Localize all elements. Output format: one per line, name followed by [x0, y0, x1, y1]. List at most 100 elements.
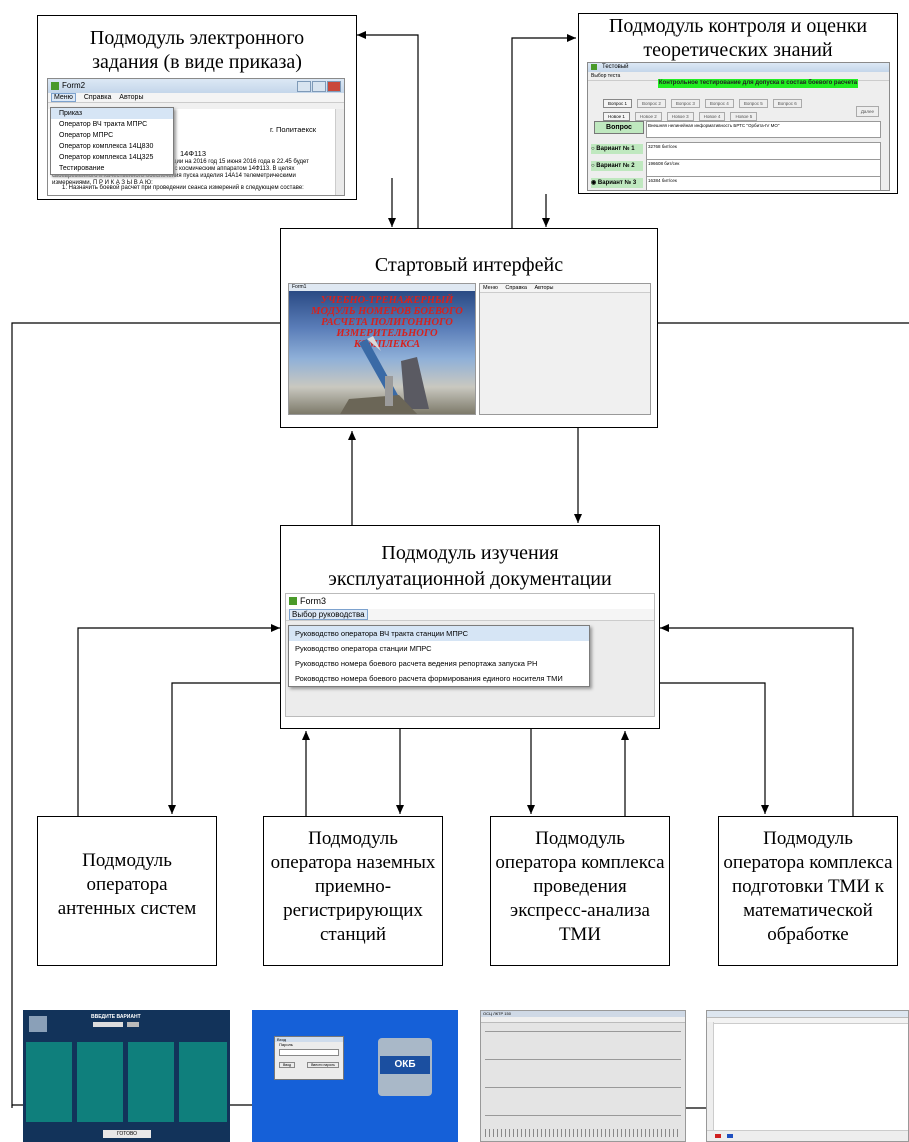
knowledge-control-node: Подмодуль контроля и оценки теоретически…: [578, 13, 898, 194]
menu-item-authors[interactable]: Авторы: [119, 94, 144, 101]
guide-item-mprs[interactable]: Руководство оператора станции МПРС: [295, 644, 432, 653]
answer-1: 32768 бит/сек: [646, 142, 881, 160]
time-ruler: [485, 1129, 681, 1137]
question-6-button[interactable]: Вопрос 6: [772, 99, 802, 108]
password-input[interactable]: [279, 1049, 339, 1056]
dropdown-item-hf[interactable]: Оператор ВЧ тракта МПРС: [59, 121, 148, 128]
rocket-launch-image: УЧЕБНО-ТРЕНАЖЕРНЫЙ МОДУЛЬ НОМЕРОВ БОЕВОГ…: [289, 291, 475, 414]
antenna-title: Подмодуль оператора антенных систем: [57, 850, 197, 919]
test-titlebar: Тестовый: [588, 63, 889, 72]
question-5-button[interactable]: Вопрос 5: [738, 99, 768, 108]
new-4-button[interactable]: Новое 4: [698, 112, 726, 121]
order-line-no: 14Ф113: [180, 149, 207, 158]
okb-logo: ОКБ: [378, 1038, 432, 1096]
choose-guide-menu[interactable]: Выбор руководства: [289, 609, 368, 620]
express-analysis-screen-thumbnail: ОСЦ ЛКТР 150: [480, 1010, 686, 1142]
order-window-titlebar: Form2: [48, 79, 344, 93]
close-button[interactable]: [327, 81, 341, 92]
antenna-icon: [29, 1016, 47, 1032]
question-1-button[interactable]: Вопрос 1: [603, 99, 632, 108]
guide-item-report[interactable]: Руководство номера боевого расчета веден…: [295, 659, 538, 668]
guide-item-tmi[interactable]: Роководство номера боевого расчета форми…: [295, 674, 563, 683]
question-label: Вопрос: [594, 121, 644, 134]
login-cancel-button[interactable]: Ввести пароль: [307, 1062, 339, 1068]
tmi-prep-title: Подмодуль оператора комплекса подготовки…: [723, 828, 893, 945]
dropdown-item-325[interactable]: Оператор комплекса 14Ц325: [59, 154, 154, 161]
minimize-button[interactable]: [297, 81, 311, 92]
order-city: г. Политаекск: [269, 125, 316, 134]
express-analysis-title: Подмодуль оператора комплекса проведения…: [495, 828, 665, 945]
done-button[interactable]: ГОТОВО: [103, 1130, 151, 1138]
order-text-2: 1. Назначить боевой расчет при проведени…: [62, 185, 304, 191]
variant-button[interactable]: [127, 1022, 139, 1027]
ground-station-screen-thumbnail: Вход Пароль Ввод Ввести пароль ОКБ: [252, 1010, 458, 1142]
guide-dropdown: Руководство оператора ВЧ тракта станции …: [288, 625, 590, 687]
documentation-node: Подмодуль изучения эксплуатационной доку…: [280, 525, 660, 729]
app-icon: [51, 82, 59, 90]
test-window: Тестовый Выбор теста Контрольное тестиро…: [587, 62, 890, 191]
menu-item-menu[interactable]: Меню: [51, 93, 76, 102]
documentation-title: Подмодуль изучения эксплуатационной доку…: [328, 542, 612, 590]
docs-window: Form3 Выбор руководства Руководство опер…: [285, 593, 655, 717]
status-marker: [715, 1134, 721, 1138]
menu-item-help[interactable]: Справка: [83, 94, 112, 101]
splash-window: Form1 УЧЕБНО-ТРЕНАЖЕРНЫЙ МОДУЛЬ НОМЕРОВ …: [288, 283, 476, 415]
docs-menu-bar: Выбор руководства: [286, 609, 654, 621]
scrollbar[interactable]: [335, 109, 344, 195]
ground-stations-title: Подмодуль оператора наземных приемно-рег…: [270, 828, 436, 945]
tmi-prep-node: Подмодуль оператора комплекса подготовки…: [718, 816, 898, 966]
tmi-prep-screen-thumbnail: [706, 1010, 909, 1142]
new-2-button[interactable]: Новое 2: [634, 112, 662, 121]
answer-2: 196608 бит/сек: [646, 159, 881, 177]
new-3-button[interactable]: Новое 3: [666, 112, 694, 121]
splash-title-text: УЧЕБНО-ТРЕНАЖЕРНЫЙ МОДУЛЬ НОМЕРОВ БОЕВОГ…: [311, 295, 463, 350]
dropdown-item-order[interactable]: Приказ: [51, 108, 173, 119]
option-2-radio[interactable]: ○ Вариант № 2: [591, 161, 643, 171]
panel-3: [128, 1042, 174, 1122]
start-interface-title: Стартовый интерфейс: [374, 254, 564, 276]
antenna-screen-thumbnail: ВВЕДИТЕ ВАРИАНТ ГОТОВО: [23, 1010, 230, 1142]
start-interface-node: Стартовый интерфейс Form1 УЧЕБНО-ТРЕНАЖЕ…: [280, 228, 658, 428]
start-menu-help[interactable]: Справка: [505, 285, 527, 291]
knowledge-control-title: Подмодуль контроля и оценки теоретически…: [608, 15, 868, 61]
start-menu-menu[interactable]: Меню: [483, 285, 498, 291]
test-question-buttons: Вопрос 1 Вопрос 2 Вопрос 3 Вопрос 4 Вопр…: [603, 99, 833, 121]
answer-3: 16384 бит/сек: [646, 176, 881, 190]
dropdown-item-testing[interactable]: Тестирование: [59, 165, 105, 172]
docs-titlebar: Form3: [286, 594, 654, 609]
order-menu-bar: Меню Справка Авторы: [48, 93, 344, 103]
question-3-button[interactable]: Вопрос 3: [670, 99, 700, 108]
maximize-button[interactable]: [312, 81, 326, 92]
test-banner: Контрольное тестирование для допуска в с…: [658, 79, 858, 88]
start-menu-bar: Меню Справка Авторы: [480, 284, 650, 293]
start-menu-authors[interactable]: Авторы: [534, 285, 554, 291]
guide-item-hf[interactable]: Руководство оператора ВЧ тракта станции …: [289, 626, 589, 641]
variant-input[interactable]: [93, 1022, 123, 1027]
ground-stations-node: Подмодуль оператора наземных приемно-рег…: [263, 816, 443, 966]
dropdown-item-mprs[interactable]: Оператор МПРС: [59, 132, 114, 139]
panel-2: [77, 1042, 123, 1122]
antenna-header: ВВЕДИТЕ ВАРИАНТ: [91, 1014, 141, 1020]
start-main-window: Меню Справка Авторы: [479, 283, 651, 415]
electronic-task-title: Подмодуль электронного задания (в виде п…: [89, 27, 305, 73]
option-3-radio[interactable]: ◉ Вариант № 3: [591, 178, 643, 188]
question-4-button[interactable]: Вопрос 4: [704, 99, 734, 108]
question-text: Внешняя нелинейная информативность БРТС …: [646, 121, 881, 138]
panel-4: [179, 1042, 227, 1122]
order-dropdown: Приказ Оператор ВЧ тракта МПРС Оператор …: [50, 107, 174, 175]
status-marker-2: [727, 1134, 733, 1138]
option-1-radio[interactable]: ○ Вариант № 1: [591, 144, 643, 154]
new-5-button[interactable]: Новое 5: [730, 112, 758, 121]
login-dialog: Вход Пароль Ввод Ввести пароль: [274, 1036, 344, 1080]
rocket-icon: [340, 336, 429, 414]
electronic-task-node: Подмодуль электронного задания (в виде п…: [37, 15, 357, 200]
order-window: Form2 Меню Справка Авторы г. Политаекск …: [47, 78, 345, 196]
login-ok-button[interactable]: Ввод: [279, 1062, 296, 1068]
dropdown-item-830[interactable]: Оператор комплекса 14Ц830: [59, 143, 154, 150]
new-1-button[interactable]: Новое 1: [603, 112, 630, 121]
express-analysis-node: Подмодуль оператора комплекса проведения…: [490, 816, 670, 966]
app-icon: [289, 597, 297, 605]
done-button[interactable]: Далее: [855, 106, 879, 117]
antenna-node: Подмодуль оператора антенных систем: [37, 816, 217, 966]
question-2-button[interactable]: Вопрос 2: [636, 99, 666, 108]
